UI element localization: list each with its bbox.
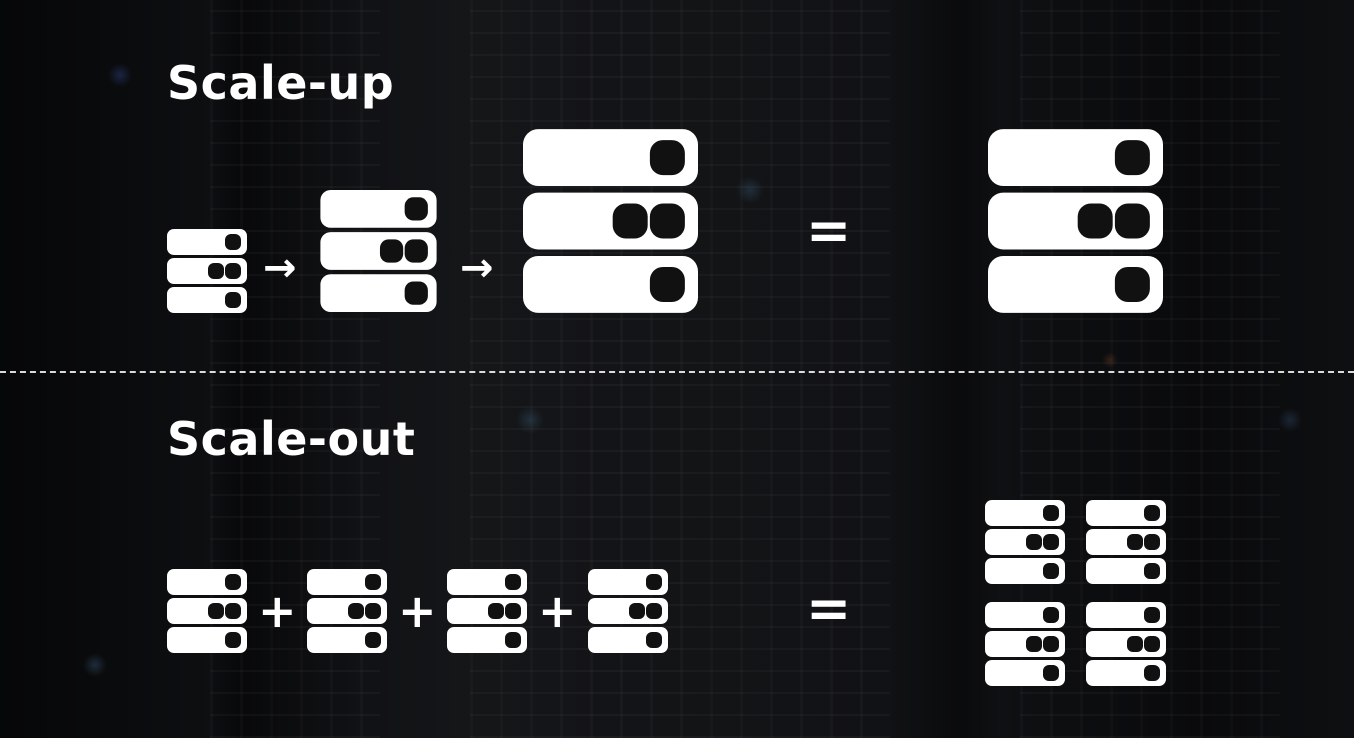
server-small-icon <box>588 569 668 653</box>
equals-icon: = <box>806 577 852 640</box>
plus-icon: + <box>538 584 577 638</box>
server-large-icon <box>523 129 698 313</box>
scale-out-title: Scale-out <box>167 412 416 466</box>
scale-up-title: Scale-up <box>167 56 395 110</box>
server-rack-background <box>470 0 890 738</box>
arrow-icon: → <box>263 245 297 291</box>
plus-icon: + <box>258 584 297 638</box>
server-result-large-icon <box>988 129 1163 313</box>
section-divider <box>0 371 1354 373</box>
plus-icon: + <box>398 584 437 638</box>
equals-icon: = <box>806 199 852 262</box>
server-small-icon <box>1086 500 1166 584</box>
server-small-icon <box>1086 602 1166 686</box>
server-medium-icon <box>320 190 437 312</box>
server-small-icon <box>985 602 1065 686</box>
server-small-icon <box>307 569 387 653</box>
server-small-icon <box>167 229 247 313</box>
server-small-icon <box>167 569 247 653</box>
arrow-icon: → <box>460 245 494 291</box>
server-small-icon <box>985 500 1065 584</box>
server-small-icon <box>447 569 527 653</box>
